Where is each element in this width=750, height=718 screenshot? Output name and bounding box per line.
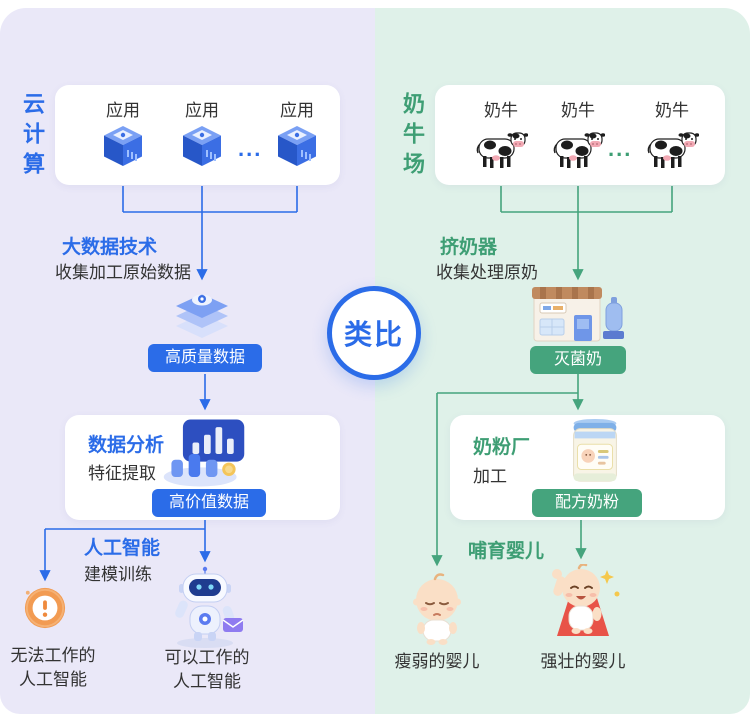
cows-ellipsis: ...	[608, 136, 633, 161]
apps-ellipsis: ...	[238, 136, 263, 161]
cow-label-2: 奶牛	[561, 101, 595, 120]
failed-ai-label-line2: 人工智能	[19, 670, 87, 689]
factory-stage-title: 奶粉厂	[473, 437, 531, 458]
milker-stage-title: 挤奶器	[440, 237, 498, 258]
bigdata-stage-title: 大数据技术	[62, 237, 158, 258]
weak-baby-icon	[405, 572, 469, 646]
milker-stage-subtitle: 收集处理原奶	[436, 263, 538, 282]
cow-icon	[551, 128, 606, 172]
right-panel-title: 奶牛场	[400, 92, 425, 182]
app-server-icon	[180, 122, 224, 168]
warning-icon	[23, 586, 67, 630]
analytics-chart-icon	[158, 417, 250, 489]
cow-icon	[474, 128, 529, 172]
formula-milk-badge: 配方奶粉	[532, 489, 642, 517]
analysis-stage-title: 数据分析	[88, 435, 165, 456]
app-label-3: 应用	[280, 101, 314, 120]
analysis-stage-subtitle: 特征提取	[88, 464, 156, 483]
cows-box	[435, 85, 725, 185]
failed-ai-label: 无法工作的 人工智能	[0, 644, 106, 692]
data-platform-icon	[170, 280, 234, 342]
robot-icon	[163, 566, 247, 650]
ai-stage-subtitle: 建模训练	[84, 565, 152, 584]
weak-baby-label: 瘦弱的婴儿	[394, 652, 480, 671]
failed-ai-label-line1: 无法工作的	[10, 646, 96, 665]
analogy-circle-label: 类比	[343, 319, 404, 350]
app-server-icon	[275, 122, 319, 168]
high-quality-data-badge: 高质量数据	[148, 344, 262, 372]
high-value-data-badge: 高价值数据	[152, 489, 266, 517]
ai-stage-title: 人工智能	[84, 538, 161, 559]
app-server-icon	[101, 122, 145, 168]
cow-icon	[645, 128, 700, 172]
analogy-circle: 类比	[327, 286, 421, 380]
cow-label-3: 奶牛	[655, 101, 689, 120]
cow-label-1: 奶牛	[484, 101, 518, 120]
working-ai-label: 可以工作的 人工智能	[147, 646, 267, 694]
milk-powder-can-icon	[565, 417, 625, 487]
factory-stage-subtitle: 加工	[473, 467, 507, 486]
strong-baby-label: 强壮的婴儿	[540, 652, 626, 671]
feeding-stage-title: 哺育婴儿	[468, 541, 545, 562]
left-panel-title: 云计算	[20, 92, 45, 182]
milk-station-icon	[532, 281, 624, 345]
strong-baby-icon	[543, 563, 623, 644]
app-label-1: 应用	[106, 101, 140, 120]
working-ai-label-line2: 人工智能	[173, 672, 241, 691]
working-ai-label-line1: 可以工作的	[164, 648, 250, 667]
app-label-2: 应用	[185, 101, 219, 120]
sterilized-milk-badge: 灭菌奶	[530, 346, 626, 374]
